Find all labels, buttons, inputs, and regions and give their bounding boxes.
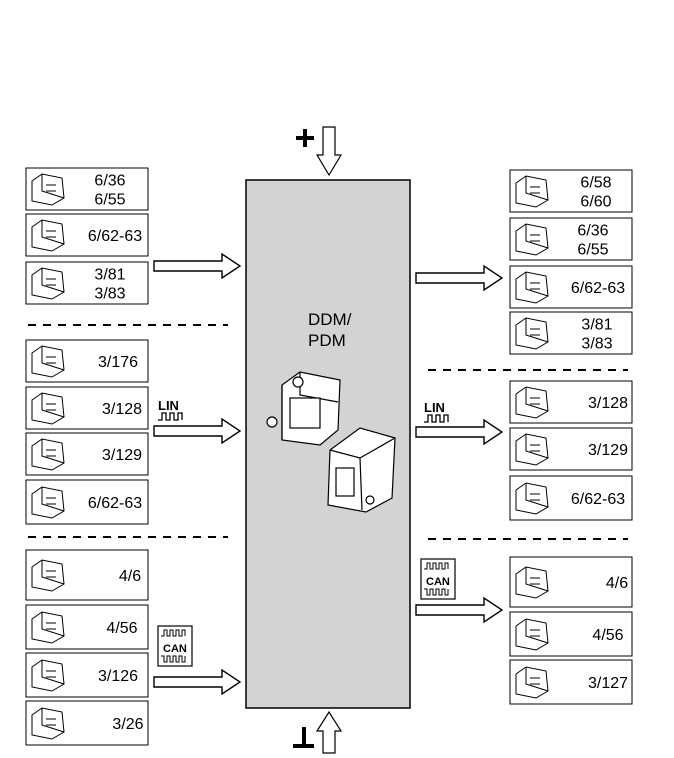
left-component-label: 6/62-63 <box>88 495 142 512</box>
arrow-in-bottom <box>153 668 242 696</box>
right-component-label: 6/36 <box>577 223 608 240</box>
left-component-label: 3/81 <box>94 267 125 284</box>
control-unit-icon <box>515 386 549 419</box>
right-component-box: 3/129 <box>509 427 633 471</box>
window-switch-panel-icon <box>31 345 65 378</box>
right-component-box: 6/36 6/55 <box>509 217 633 261</box>
module-icon <box>515 618 549 651</box>
right-component-box: 3/128 <box>509 380 633 424</box>
left-component-box: 3/26 <box>25 700 149 746</box>
control-module-icon <box>515 433 549 466</box>
lin-symbol-right: LIN <box>424 400 449 423</box>
module-label-line1: DDM/ <box>308 310 352 329</box>
right-component-box: 6/62-63 <box>509 265 633 309</box>
right-component-frame <box>509 556 633 608</box>
can-label-right: CAN <box>426 576 450 588</box>
right-component-box: 6/58 6/60 <box>509 169 633 213</box>
right-component-label: 6/62-63 <box>571 280 625 297</box>
module-icon <box>31 611 65 644</box>
left-component-label: 3/126 <box>98 668 138 685</box>
left-component-box: 3/126 <box>25 652 149 698</box>
right-component-label: 3/127 <box>588 675 628 692</box>
module-label-line2: PDM <box>308 331 346 350</box>
can-symbol-right: CAN <box>420 558 456 600</box>
left-component-box: 6/62-63 <box>25 213 149 257</box>
control-unit-illustration-icon <box>266 371 396 513</box>
right-component-label: 3/128 <box>588 395 628 412</box>
control-panel-icon <box>31 559 65 592</box>
arrow-in-middle <box>153 417 242 445</box>
left-component-label: 3/129 <box>102 447 142 464</box>
door-mirror-icon <box>31 219 65 252</box>
arrow-out-bottom <box>415 596 504 624</box>
heated-mirror-icon <box>515 482 549 515</box>
arrow-in-top <box>153 252 242 280</box>
left-component-box: 3/81 3/83 <box>25 261 149 305</box>
right-component-label: 4/56 <box>592 627 623 644</box>
right-component-label: 3/129 <box>588 442 628 459</box>
switch-unit-icon <box>31 659 65 692</box>
left-component-label: 6/36 <box>94 173 125 190</box>
lin-label-left: LIN <box>158 398 179 413</box>
right-component-box: 3/81 3/83 <box>509 311 633 355</box>
switch-icon <box>31 267 65 300</box>
left-component-label: 4/56 <box>106 620 137 637</box>
section-dividers <box>28 324 628 540</box>
right-component-label: 6/55 <box>577 242 608 259</box>
left-component-label: 3/176 <box>98 354 138 371</box>
left-component-frame <box>25 549 149 601</box>
motor-icon <box>515 175 549 208</box>
left-component-box: 6/36 6/55 <box>25 167 149 211</box>
module-icon <box>515 666 549 699</box>
panel-icon <box>31 707 65 740</box>
left-component-box: 6/62-63 <box>25 479 149 525</box>
left-component-label: 3/83 <box>94 286 125 303</box>
right-component-box: 4/56 <box>509 611 633 657</box>
mirror-switch-icon <box>515 223 549 256</box>
left-component-box: 3/129 <box>25 432 149 476</box>
left-component-box: 3/128 <box>25 386 149 430</box>
right-component-box: 3/127 <box>509 659 633 705</box>
right-component-label: 4/6 <box>606 575 628 592</box>
control-module-icon <box>31 438 65 471</box>
ground-icon <box>293 710 343 754</box>
arrow-out-middle <box>415 418 504 446</box>
left-component-label: 4/6 <box>119 568 141 585</box>
door-mirror-icon <box>515 271 549 304</box>
input-components: 6/36 6/55 6/62-63 3/81 3/83 3/176 3/128 3/129 6/… <box>25 167 149 746</box>
can-symbol-left: CAN <box>157 625 193 667</box>
lin-symbol-left: LIN <box>158 398 183 421</box>
mirror-switch-icon <box>31 173 65 206</box>
heated-mirror-icon <box>31 486 65 519</box>
right-component-box: 6/62-63 <box>509 475 633 521</box>
left-component-label: 6/55 <box>94 192 125 209</box>
right-component-label: 6/58 <box>580 175 611 192</box>
right-component-label: 6/62-63 <box>571 491 625 508</box>
left-component-box: 3/176 <box>25 339 149 383</box>
power-plus-icon <box>296 126 343 177</box>
right-component-box: 4/6 <box>509 556 633 608</box>
left-component-box: 4/6 <box>25 549 149 601</box>
lin-label-right: LIN <box>424 400 445 415</box>
left-component-label: 6/62-63 <box>88 228 142 245</box>
arrow-out-top <box>415 264 504 292</box>
left-component-label: 3/26 <box>112 716 143 733</box>
switch-icon <box>515 317 549 350</box>
right-component-label: 3/81 <box>581 317 612 334</box>
right-component-label: 3/83 <box>581 336 612 353</box>
left-component-label: 3/128 <box>102 401 142 418</box>
signal-arrows <box>153 252 504 696</box>
can-label-left: CAN <box>163 643 187 655</box>
left-component-box: 4/56 <box>25 604 149 650</box>
output-components: 6/58 6/60 6/36 6/55 6/62-63 3/81 3/83 3/128 3/12… <box>509 169 633 705</box>
right-component-label: 6/60 <box>580 194 611 211</box>
control-unit-icon <box>31 392 65 425</box>
control-panel-icon <box>515 566 549 599</box>
